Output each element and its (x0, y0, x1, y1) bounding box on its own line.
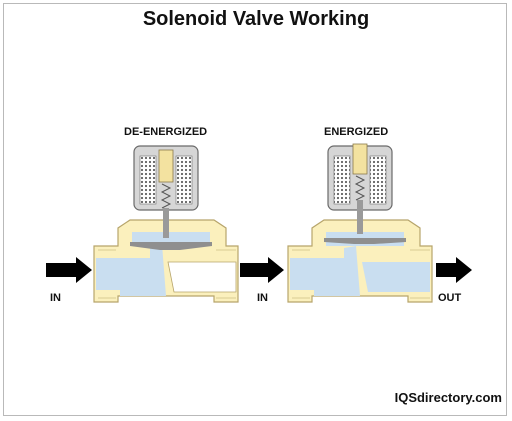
flow-label-outlet: OUT (438, 292, 462, 304)
figure-title: Solenoid Valve Working (142, 8, 370, 30)
valve-stem (163, 208, 169, 238)
coil-winding-left (333, 155, 351, 205)
valve-energized (287, 143, 433, 303)
flow-label-inlet-right: IN (257, 292, 268, 304)
state-label-de-energized: DE-ENERGIZED (124, 126, 208, 138)
coil-winding-right (369, 155, 387, 205)
flow-label-inlet-left: IN (50, 292, 61, 304)
flow-arrow-icon (240, 257, 284, 283)
brand-watermark: IQSdirectory.com (394, 390, 502, 405)
valve-stem (357, 200, 363, 234)
outlet-chamber (167, 261, 237, 293)
coil-winding-right (175, 155, 193, 205)
inlet-fluid (290, 246, 360, 296)
coil-winding-left (139, 155, 157, 205)
plunger (352, 143, 368, 175)
outlet-fluid (362, 262, 430, 292)
inlet-fluid (96, 244, 166, 296)
flow-arrow-icon (436, 257, 472, 283)
plunger-spring (354, 175, 366, 201)
flow-arrow-icon (46, 257, 92, 283)
state-label-energized: ENERGIZED (324, 126, 389, 138)
figure-frame (3, 3, 507, 416)
plunger-spring (160, 183, 172, 209)
diaphragm (130, 242, 212, 250)
valve-de-energized (93, 145, 239, 303)
diaphragm (324, 238, 406, 244)
plunger (158, 149, 174, 183)
